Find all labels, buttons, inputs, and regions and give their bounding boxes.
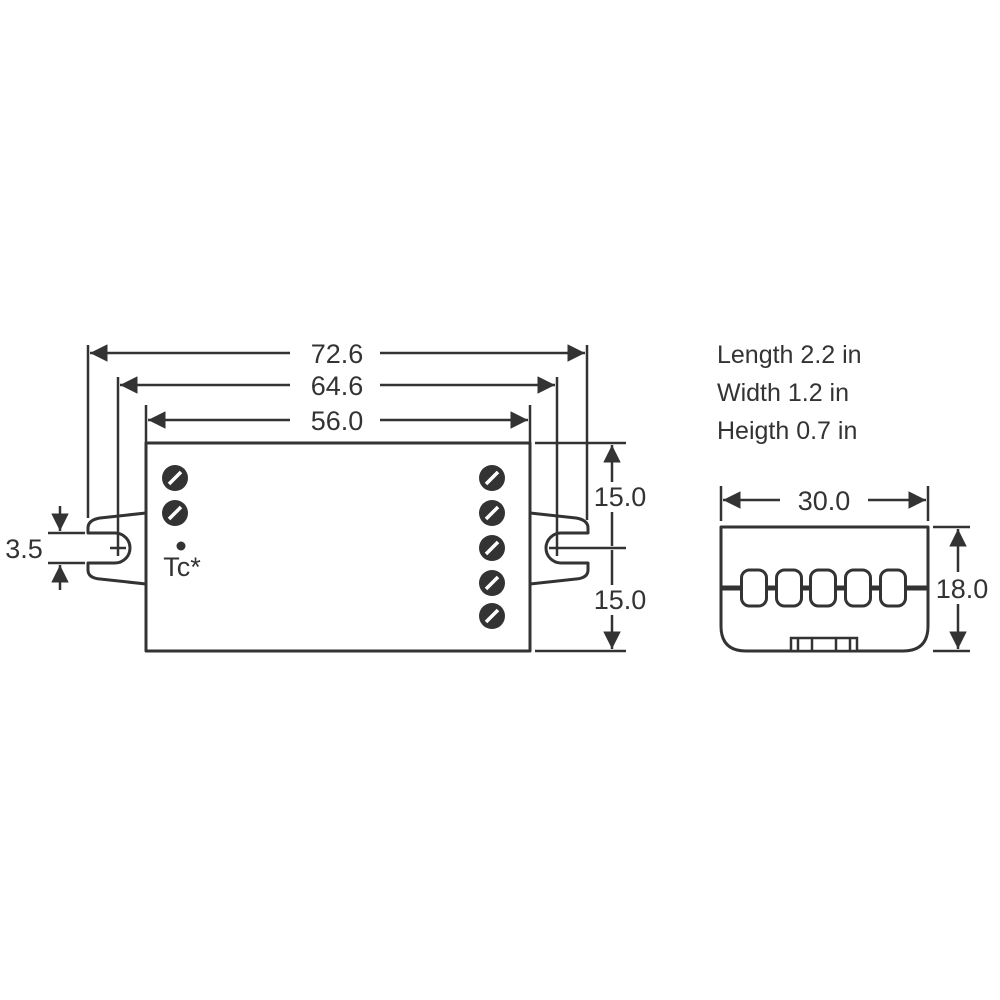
dim-overall-length: 72.6 <box>311 339 364 369</box>
left-mounting-tab <box>86 511 148 586</box>
dim-slot-width: 3.5 <box>5 534 43 564</box>
tc-point-label: Tc* <box>163 552 201 582</box>
terminal-opening <box>775 568 803 608</box>
dim-upper-half-height: 15.0 <box>594 482 647 512</box>
device-body-top-view <box>144 441 532 653</box>
spec-height: Heigth 0.7 in <box>717 417 857 445</box>
spec-length: Length 2.2 in <box>717 341 862 369</box>
end-view-extension-lines <box>719 486 970 653</box>
spec-width: Width 1.2 in <box>717 379 849 407</box>
screw-terminals <box>162 465 505 629</box>
terminal-opening <box>740 568 768 608</box>
tc-point-dot <box>176 541 186 551</box>
screw-terminal-icon <box>479 465 505 491</box>
dim-hole-spacing: 64.6 <box>311 371 364 401</box>
screw-terminal-icon <box>479 603 505 629</box>
screw-terminal-icon <box>162 465 188 491</box>
terminal-opening <box>844 568 872 608</box>
end-view-bottom-clip <box>789 636 859 653</box>
dim-lower-half-height: 15.0 <box>594 585 647 615</box>
dim-body-length: 56.0 <box>311 406 364 436</box>
screw-terminal-icon <box>479 570 505 596</box>
screw-terminal-icon <box>479 500 505 526</box>
screw-terminal-icon <box>479 535 505 561</box>
terminal-openings <box>740 568 907 608</box>
dim-end-height: 18.0 <box>936 574 989 604</box>
dim-end-width: 30.0 <box>798 486 851 516</box>
screw-terminal-icon <box>162 500 188 526</box>
terminal-opening <box>879 568 907 608</box>
right-mounting-tab <box>528 511 590 586</box>
device-body-end-view <box>719 525 930 653</box>
extension-lines <box>48 345 626 653</box>
terminal-opening <box>809 568 837 608</box>
